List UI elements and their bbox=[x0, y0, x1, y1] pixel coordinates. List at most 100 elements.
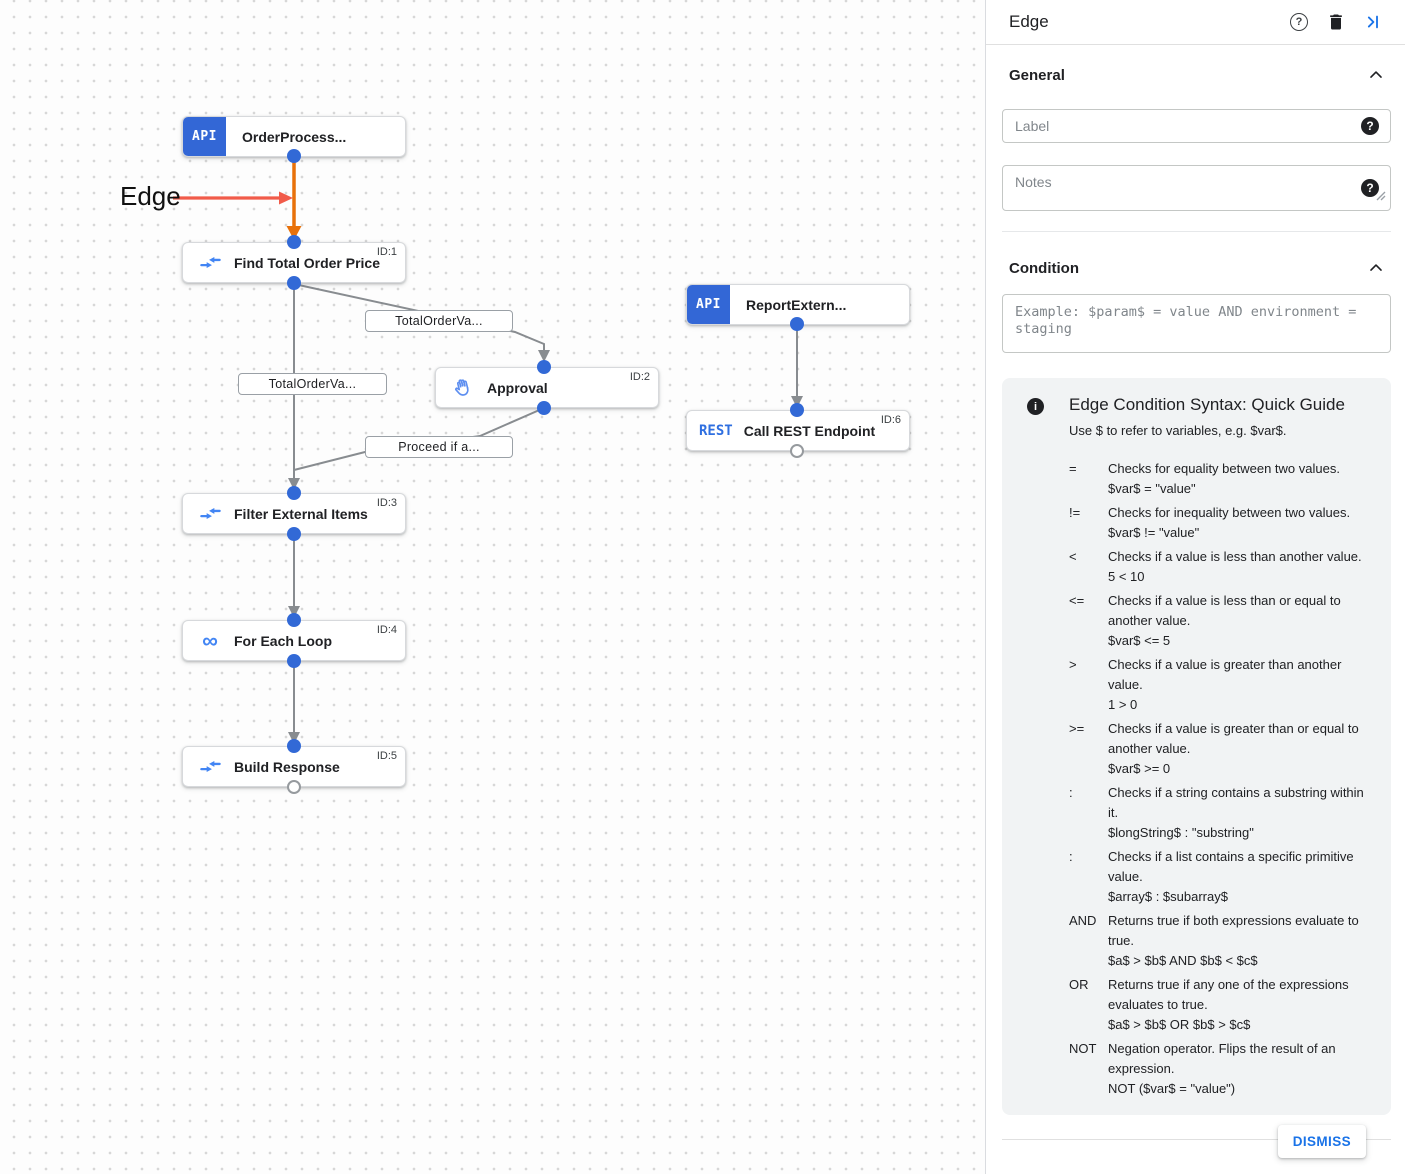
edge-label[interactable]: TotalOrderVa... bbox=[365, 310, 513, 332]
edge-connector-dot[interactable] bbox=[790, 403, 804, 417]
guide-desc: Checks if a value is less than another v… bbox=[1108, 549, 1362, 564]
guide-subtitle: Use $ to refer to variables, e.g. $var$. bbox=[1069, 423, 1287, 438]
guide-desc: Returns true if both expressions evaluat… bbox=[1108, 913, 1359, 948]
edge-connector-dot[interactable] bbox=[287, 276, 301, 290]
api-trigger-icon: API bbox=[687, 285, 730, 324]
guide-row: < Checks if a value is less than another… bbox=[1069, 549, 1362, 584]
guide-title: Edge Condition Syntax: Quick Guide bbox=[1069, 395, 1345, 414]
node-filter-external-items[interactable]: ID:3 Filter External Items bbox=[182, 493, 406, 534]
loop-infinity-icon: ∞ bbox=[202, 627, 218, 653]
dismiss-button[interactable]: DISMISS bbox=[1277, 1125, 1366, 1158]
collapse-panel-icon[interactable] bbox=[1361, 10, 1385, 34]
approval-hand-icon bbox=[451, 376, 475, 399]
guide-desc: Checks if a value is greater than or equ… bbox=[1108, 721, 1359, 756]
edge-connector-dot[interactable] bbox=[790, 317, 804, 331]
guide-row: AND Returns true if both expressions eva… bbox=[1069, 913, 1359, 968]
guide-example: $var$ = "value" bbox=[1108, 481, 1196, 496]
guide-example: $longString$ : "substring" bbox=[1108, 825, 1254, 840]
label-input[interactable] bbox=[1002, 109, 1391, 143]
edge-connector-dot[interactable] bbox=[537, 360, 551, 374]
node-title: Find Total Order Price bbox=[234, 254, 380, 271]
node-id-label: ID:3 bbox=[376, 497, 397, 509]
edge-arrowheads bbox=[288, 350, 803, 744]
guide-desc: Returns true if any one of the expressio… bbox=[1108, 977, 1349, 1012]
chevron-up-icon[interactable] bbox=[1364, 63, 1388, 87]
rest-icon: REST bbox=[699, 422, 733, 439]
data-mapping-icon bbox=[198, 502, 222, 525]
guide-row: >= Checks if a value is greater than or … bbox=[1069, 721, 1359, 776]
guide-example: $array$ : $subarray$ bbox=[1108, 889, 1228, 904]
node-title: ReportExtern... bbox=[746, 296, 847, 313]
condition-syntax-guide: i Edge Condition Syntax: Quick Guide Use… bbox=[1002, 378, 1391, 1115]
panel-header: Edge ? bbox=[986, 0, 1405, 45]
edge-connector-dot[interactable] bbox=[287, 527, 301, 541]
notes-input[interactable] bbox=[1002, 165, 1391, 211]
annotation-arrow bbox=[173, 191, 293, 205]
condition-field-wrapper bbox=[1002, 294, 1391, 353]
guide-row: != Checks for inequality between two val… bbox=[1069, 505, 1351, 540]
help-icon[interactable]: ? bbox=[1287, 10, 1311, 34]
guide-example: 1 > 0 bbox=[1108, 697, 1138, 712]
panel-footer: DISMISS bbox=[1002, 1125, 1391, 1174]
edge-connector-dot[interactable] bbox=[287, 613, 301, 627]
chevron-up-icon[interactable] bbox=[1364, 256, 1388, 280]
notes-field-wrapper: ? bbox=[1002, 165, 1391, 211]
edge-label[interactable]: TotalOrderVa... bbox=[238, 373, 387, 395]
panel-title: Edge bbox=[1009, 12, 1049, 31]
guide-example: 5 < 10 bbox=[1108, 569, 1145, 584]
node-id-label: ID:2 bbox=[629, 371, 650, 383]
edge-connector-dot-open[interactable] bbox=[287, 780, 301, 794]
guide-example: NOT ($var$ = "value") bbox=[1108, 1081, 1236, 1096]
edges-layer bbox=[173, 156, 803, 744]
guide-desc: Checks if a value is greater than anothe… bbox=[1108, 657, 1342, 692]
node-id-label: ID:6 bbox=[880, 414, 901, 426]
guide-row: : Checks if a string contains a substrin… bbox=[1069, 785, 1364, 840]
guide-row: = Checks for equality between two values… bbox=[1069, 461, 1340, 496]
workflow-canvas[interactable]: Edge TotalOrderVa... TotalOrderVa... Pro… bbox=[0, 0, 985, 1174]
guide-desc: Checks for inequality between two values… bbox=[1108, 505, 1351, 520]
node-title: Build Response bbox=[234, 758, 340, 775]
guide-desc: Negation operator. Flips the result of a… bbox=[1108, 1041, 1336, 1076]
edge-connector-dot[interactable] bbox=[287, 654, 301, 668]
edge-connector-dot[interactable] bbox=[287, 486, 301, 500]
delete-icon[interactable] bbox=[1324, 10, 1348, 34]
guide-row: : Checks if a list contains a specific p… bbox=[1069, 849, 1354, 904]
edge-connector-dot-open[interactable] bbox=[790, 444, 804, 458]
data-mapping-icon bbox=[198, 755, 222, 778]
node-order-process-trigger[interactable]: API OrderProcess... bbox=[182, 116, 406, 157]
condition-heading: Condition bbox=[1009, 259, 1079, 277]
info-icon: i bbox=[1027, 398, 1044, 415]
notes-help-icon[interactable]: ? bbox=[1361, 179, 1379, 197]
general-heading: General bbox=[1009, 66, 1065, 84]
condition-input[interactable] bbox=[1002, 294, 1391, 353]
guide-row: > Checks if a value is greater than anot… bbox=[1069, 657, 1342, 712]
guide-rows: = Checks for equality between two values… bbox=[1069, 459, 1375, 1099]
resize-handle-icon[interactable] bbox=[1376, 188, 1386, 206]
guide-example: $a$ > $b$ OR $b$ > $c$ bbox=[1108, 1017, 1251, 1032]
edge-connector-dot[interactable] bbox=[287, 149, 301, 163]
node-id-label: ID:1 bbox=[376, 246, 397, 258]
label-help-icon[interactable]: ? bbox=[1361, 117, 1379, 135]
guide-desc: Checks if a string contains a substring … bbox=[1108, 785, 1364, 820]
node-title: Approval bbox=[487, 379, 548, 396]
guide-example: $var$ >= 0 bbox=[1108, 761, 1171, 776]
edge-connector-dot[interactable] bbox=[537, 401, 551, 415]
general-section: General ? ? bbox=[986, 45, 1405, 236]
node-id-label: ID:5 bbox=[376, 750, 397, 762]
guide-desc: Checks if a value is less than or equal … bbox=[1108, 593, 1341, 628]
node-title: For Each Loop bbox=[234, 632, 332, 649]
guide-row: <= Checks if a value is less than or equ… bbox=[1069, 593, 1341, 648]
edge-label[interactable]: Proceed if a... bbox=[365, 436, 513, 458]
guide-desc: Checks if a list contains a specific pri… bbox=[1108, 849, 1354, 884]
node-title: OrderProcess... bbox=[242, 128, 347, 145]
api-trigger-icon: API bbox=[183, 117, 226, 156]
guide-row: OR Returns true if any one of the expres… bbox=[1069, 977, 1349, 1032]
edge-connector-dot[interactable] bbox=[287, 235, 301, 249]
node-id-label: ID:4 bbox=[376, 624, 397, 636]
selected-edge[interactable] bbox=[286, 156, 302, 240]
guide-example: $a$ > $b$ AND $b$ < $c$ bbox=[1108, 953, 1258, 968]
edge-config-panel: Edge ? General bbox=[985, 0, 1405, 1174]
edge-annotation-label: Edge bbox=[120, 181, 181, 211]
edge-connector-dot[interactable] bbox=[287, 739, 301, 753]
node-title: Filter External Items bbox=[234, 505, 368, 522]
